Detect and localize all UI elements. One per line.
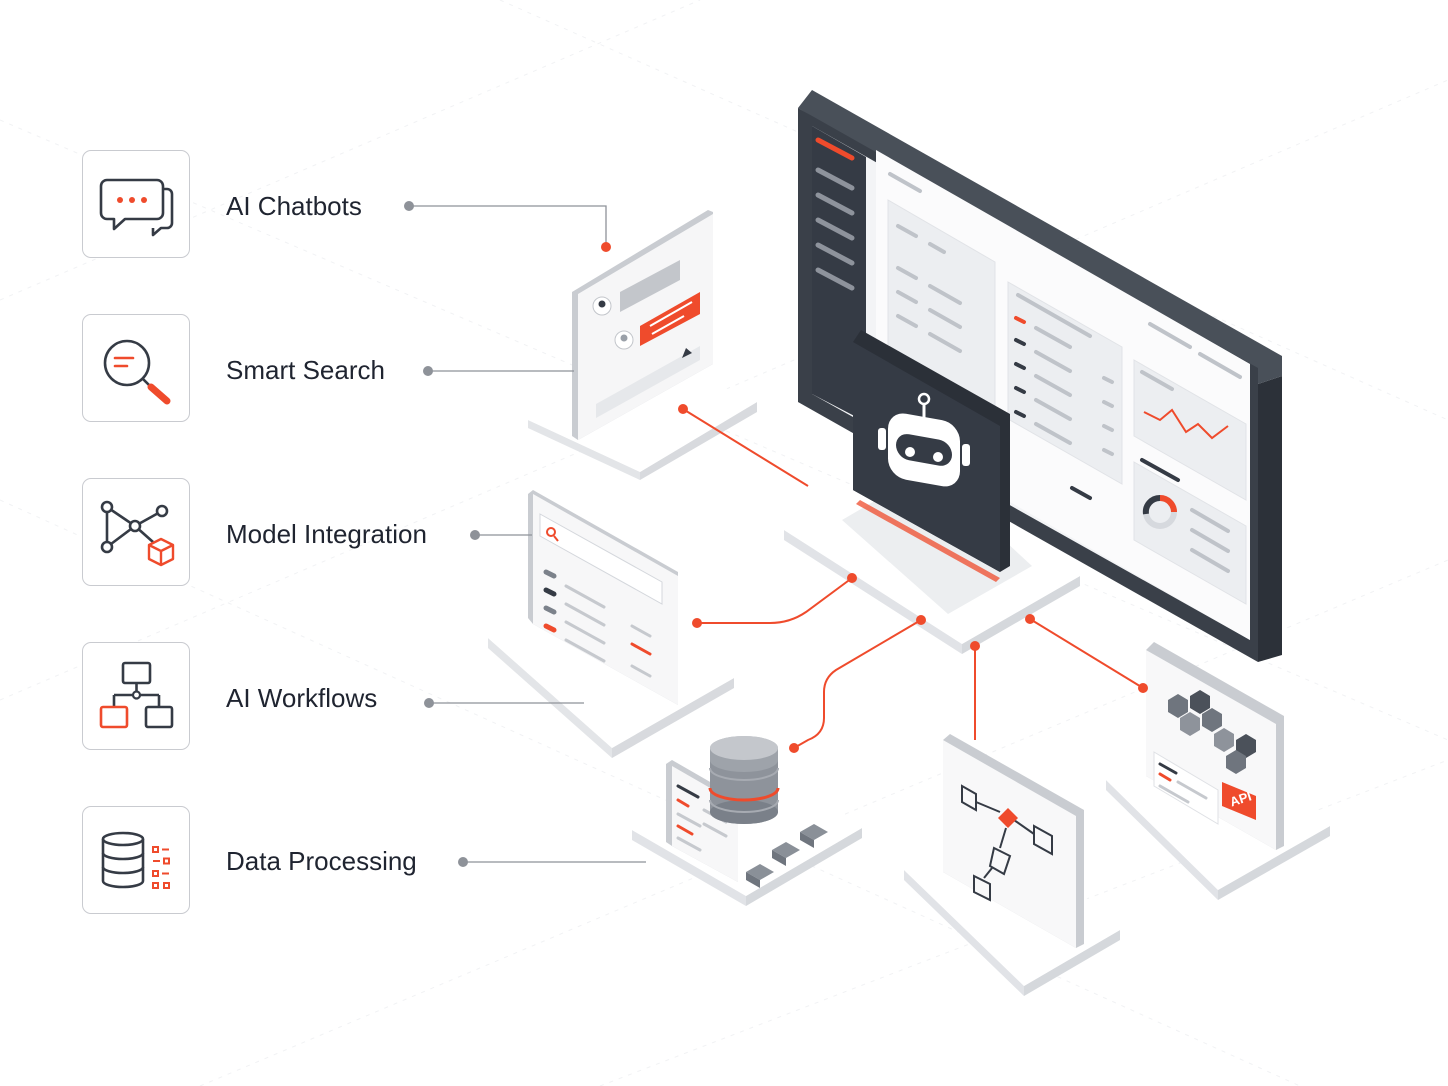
- graph-node-cube-icon: [100, 500, 175, 567]
- chat-bubbles-icon: [99, 178, 174, 237]
- search-icon-box: [82, 314, 190, 422]
- data-icon-box: [82, 806, 190, 914]
- dashboard-monitor: [798, 90, 1282, 662]
- feature-label-search: Smart Search: [226, 355, 385, 385]
- workflow-diagram-panel: [904, 734, 1120, 996]
- feature-label-data: Data Processing: [226, 846, 417, 876]
- feature-label-model: Model Integration: [226, 519, 427, 549]
- orange-connectors: [682, 408, 1144, 749]
- gray-connectors: [409, 205, 646, 863]
- feature-label-chatbots: AI Chatbots: [226, 191, 362, 221]
- database-icon: [101, 831, 170, 889]
- database-panel: [632, 736, 862, 906]
- search-results-panel: [488, 490, 734, 758]
- robot-icon: [878, 392, 970, 487]
- chat-interface-panel: [528, 210, 757, 480]
- orange-connector-dots: [601, 242, 1148, 753]
- model-icon-box: [82, 478, 190, 586]
- gray-connector-dots: [404, 201, 480, 867]
- central-ai-hub: [784, 330, 1080, 654]
- api-module-panel: API: [1106, 642, 1330, 900]
- api-badge: API: [1228, 788, 1253, 809]
- workflows-icon-box: [82, 642, 190, 750]
- magnifier-icon: [103, 339, 171, 405]
- chatbots-icon-box: [82, 150, 190, 258]
- feature-label-workflows: AI Workflows: [226, 683, 378, 713]
- flowchart-icon: [99, 661, 174, 729]
